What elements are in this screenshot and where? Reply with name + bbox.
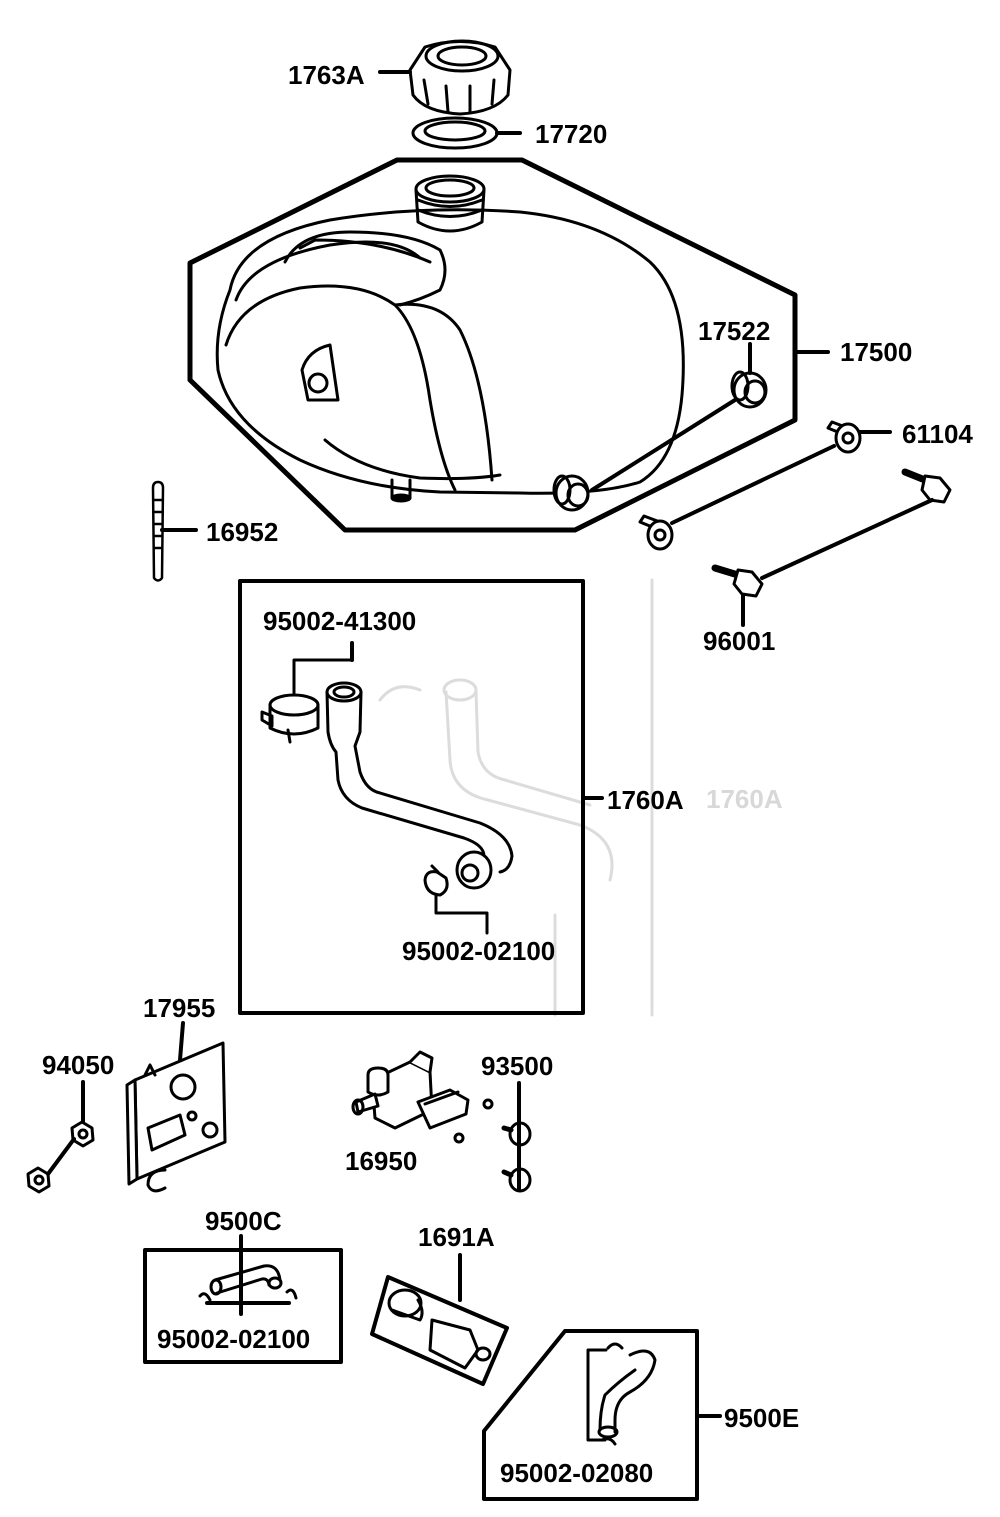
fuel-filter-part: [387, 1288, 492, 1370]
label-cap-rubber: 17522: [698, 316, 771, 346]
fuel-cap-part: [408, 39, 512, 116]
label-clamp-small-c: 95002-02100: [157, 1324, 311, 1354]
label-bolt: 96001: [703, 626, 776, 656]
tank-assembly-frame: [187, 157, 798, 533]
hose-leaders: [292, 641, 489, 935]
label-fuel-hose-assy: 1760A: [607, 785, 684, 815]
label-cap-gasket: 17720: [535, 119, 608, 149]
hose-c-part: [198, 1264, 298, 1305]
label-hose-assy-c: 9500C: [205, 1206, 282, 1236]
label-fuel-hose-assy-ghost: 1760A: [706, 784, 783, 814]
collar-parts: [638, 420, 862, 551]
ghost-hose-shadow: [378, 578, 654, 1017]
label-collar: 61104: [902, 419, 973, 449]
hose-e-part: [586, 1342, 657, 1446]
nut-parts: [26, 1120, 95, 1194]
label-bracket: 17955: [143, 993, 216, 1023]
drain-tube-part: [151, 480, 165, 582]
label-fuel-cock: 16950: [345, 1146, 418, 1176]
label-clamp-small-hose: 95002-02100: [402, 936, 556, 966]
label-hose-assy-e: 9500E: [724, 1403, 800, 1433]
label-drain-tube: 16952: [206, 517, 279, 547]
label-nut: 94050: [42, 1050, 115, 1080]
label-fuel-tank-assy: 17500: [840, 337, 913, 367]
label-fuel-filter: 1691A: [418, 1222, 495, 1252]
large-clamp-part: [260, 693, 320, 744]
bracket-part: [125, 1041, 227, 1193]
hose-e-frame: [482, 1329, 699, 1501]
small-clamp-part: [423, 864, 449, 897]
label-clamp-e: 95002-02080: [500, 1458, 654, 1488]
label-clamp-large: 95002-41300: [263, 606, 417, 636]
rubber-mounts-part: [552, 370, 768, 512]
bolt-parts: [711, 468, 952, 598]
fuel-cock-part: [351, 1050, 494, 1144]
fuel-tank-part: [215, 174, 685, 503]
label-fuel-cap: 1763A: [288, 60, 365, 90]
label-screw: 93500: [481, 1051, 554, 1081]
cap-gasket-part: [411, 116, 499, 150]
filter-frame: [370, 1275, 509, 1386]
leader-lines: [81, 70, 892, 1418]
fuel-hose-part: [325, 681, 514, 890]
